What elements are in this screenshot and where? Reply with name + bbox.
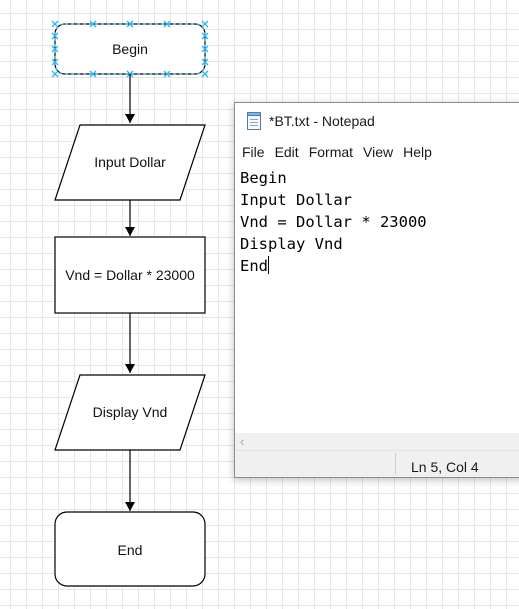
menu-view[interactable]: View [363, 144, 394, 160]
flow-begin-label: Begin [112, 41, 148, 57]
editor-line-text: End [240, 257, 268, 275]
flow-begin-node[interactable]: Begin [54, 23, 206, 75]
flow-display-label: Display Vnd [93, 404, 168, 420]
menu-file[interactable]: File [242, 144, 265, 160]
notepad-status-bar: Ln 5, Col 4 [235, 450, 519, 477]
flow-input-node[interactable]: Input Dollar [54, 124, 206, 201]
editor-line-last: End [240, 255, 519, 277]
menu-edit[interactable]: Edit [274, 144, 299, 160]
flow-end-node[interactable]: End [54, 511, 206, 587]
text-caret [268, 256, 269, 274]
flow-end-label: End [118, 542, 143, 558]
editor-line: Begin [240, 169, 287, 187]
flow-display-node[interactable]: Display Vnd [54, 374, 206, 451]
horizontal-scrollbar[interactable]: ‹ [235, 433, 519, 450]
editor-line: Display Vnd [240, 235, 343, 253]
flow-input-label: Input Dollar [94, 154, 166, 170]
notepad-window[interactable]: *BT.txt - Notepad File Edit Format View Help… [234, 102, 519, 478]
cursor-position: Ln 5, Col 4 [411, 459, 479, 475]
notepad-menu-bar: File Edit Format View Help [235, 143, 435, 165]
editor-line: Input Dollar [240, 191, 352, 209]
menu-help[interactable]: Help [403, 144, 432, 160]
status-separator [395, 453, 396, 475]
flow-process-label: Vnd = Dollar * 23000 [65, 267, 195, 283]
notepad-icon [246, 112, 262, 130]
scroll-left-arrow-icon[interactable]: ‹ [240, 434, 245, 449]
flow-process-node[interactable]: Vnd = Dollar * 23000 [54, 236, 206, 314]
notepad-title: *BT.txt - Notepad [269, 113, 375, 129]
selection-handles[interactable] [51, 20, 209, 78]
notepad-title-bar[interactable]: *BT.txt - Notepad [235, 103, 519, 139]
editor-line: Vnd = Dollar * 23000 [240, 213, 427, 231]
notepad-text-area[interactable]: Begin Input Dollar Vnd = Dollar * 23000 … [235, 165, 519, 433]
menu-format[interactable]: Format [308, 144, 354, 160]
